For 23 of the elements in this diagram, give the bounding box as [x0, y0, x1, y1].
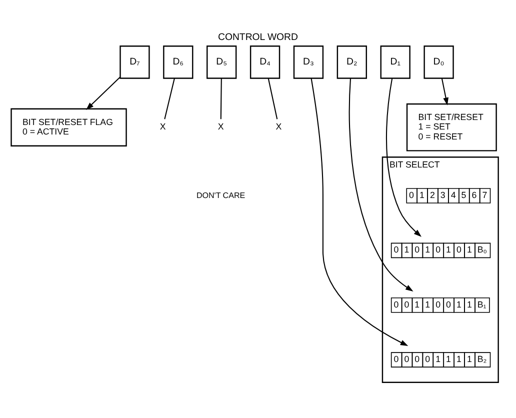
- node-box: D₆: [163, 46, 194, 79]
- node-box: BIT SET/RESET 1 = SET 0 = RESET: [406, 103, 497, 152]
- node-box: D₄: [250, 46, 280, 79]
- diagram-title: CONTROL WORD: [218, 32, 298, 44]
- node-box: D₃: [293, 46, 324, 79]
- node-box: D₀: [424, 46, 454, 79]
- arrow: [386, 78, 422, 237]
- node-box: D₁: [380, 46, 410, 79]
- node-box: BIT SET/RESET FLAG 0 = ACTIVE: [10, 108, 127, 146]
- label: DON'T CARE: [196, 190, 246, 200]
- node-text: X: [276, 122, 282, 132]
- node-box: D₂: [336, 46, 367, 79]
- arrow: [348, 78, 414, 292]
- connector: [268, 78, 278, 120]
- connector: [164, 78, 175, 120]
- node-text: X: [218, 122, 224, 132]
- node-box: D₅: [206, 46, 237, 79]
- arrow: [310, 78, 408, 346]
- node-box: D₇: [120, 46, 150, 79]
- arrow: [86, 76, 120, 110]
- arrow: [441, 78, 448, 106]
- connector: [220, 78, 222, 120]
- node-text: X: [160, 122, 166, 132]
